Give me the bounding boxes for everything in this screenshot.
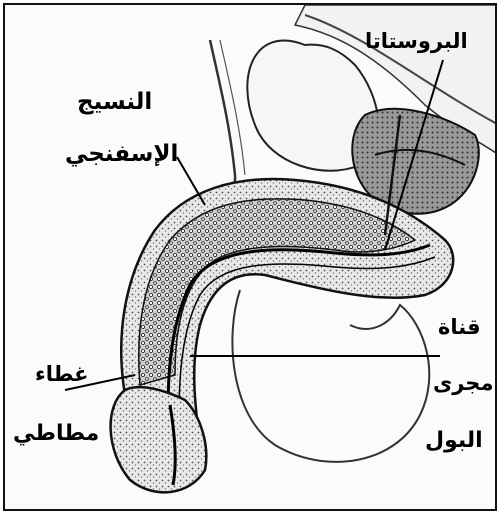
label-cover-line1: غطاء	[35, 364, 88, 385]
label-urethra-line3: البول	[425, 430, 483, 452]
label-urethra-line2: مجرى	[433, 373, 493, 394]
label-prostate: البروستاتا	[365, 31, 468, 52]
label-urethra-line1: قناة	[438, 317, 481, 338]
diagram-frame: البروستاتا النسيج الإسفنجي غطاء مطاطي قن…	[3, 3, 497, 511]
label-cover-line2: مطاطي	[13, 423, 99, 445]
scrotum-outline	[232, 290, 429, 462]
label-spongy-tissue-line1: النسيج	[77, 91, 152, 114]
label-spongy-tissue-line2: الإسفنجي	[65, 143, 178, 166]
